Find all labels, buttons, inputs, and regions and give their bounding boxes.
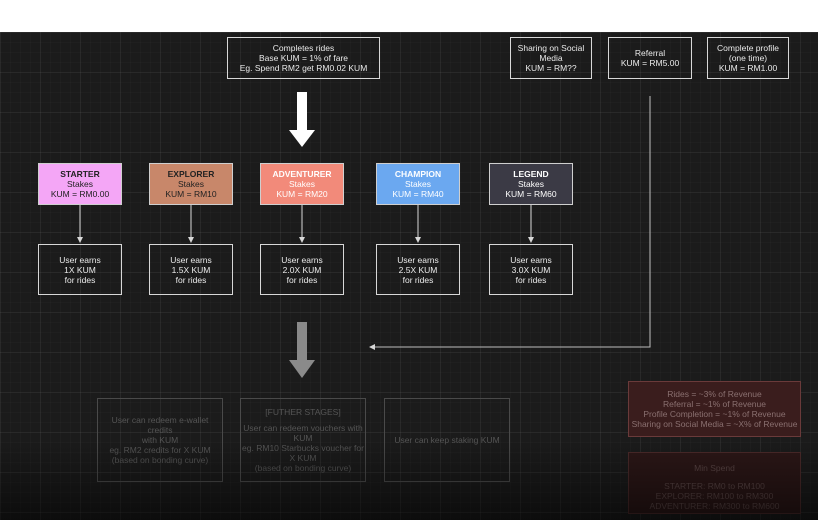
tier-stakes: Stakes — [178, 179, 204, 189]
voucher-line: eg. RM10 Starbucks voucher for — [242, 443, 364, 453]
referral-line-2: KUM = RM5.00 — [620, 58, 680, 68]
earns-line: for rides — [175, 274, 207, 285]
tier-name: STARTER — [60, 169, 100, 179]
min-spend-line: ADVENTURER: RM300 to RM600 — [649, 501, 780, 511]
voucher-line: (based on bonding curve) — [254, 463, 352, 473]
tier-name: EXPLORER — [167, 169, 215, 179]
redeem-line: User can redeem e-wallet credits — [111, 415, 209, 435]
tier-stakes: Stakes — [289, 179, 315, 189]
referral-box: Referral KUM = RM5.00 — [608, 37, 692, 79]
revenue-line: Referral = ~1% of Revenue — [662, 399, 766, 409]
earns-line: for rides — [286, 274, 318, 285]
tier-stakes: Stakes — [405, 179, 431, 189]
earns-line: User earns — [510, 254, 552, 265]
tier-explorer: EXPLORER Stakes KUM = RM10 — [149, 163, 233, 205]
referral-line-1: Referral — [634, 48, 666, 58]
earns-explorer-box: User earns 1.5X KUM for rides — [149, 244, 233, 295]
tier-kum: KUM = RM60 — [505, 189, 557, 199]
voucher-line: KUM — [293, 433, 313, 443]
profile-line-3: KUM = RM1.00 — [718, 63, 778, 73]
tier-stakes: Stakes — [67, 179, 93, 189]
tier-kum: KUM = RM40 — [392, 189, 444, 199]
keep-staking-text: User can keep staking KUM — [394, 435, 500, 445]
tier-champion: CHAMPION Stakes KUM = RM40 — [376, 163, 460, 205]
earns-legend-box: User earns 3.0X KUM for rides — [489, 244, 573, 295]
earns-multiplier: 2.5X KUM — [398, 264, 438, 275]
earns-starter-box: User earns 1X KUM for rides — [38, 244, 122, 295]
redeem-line: (based on bonding curve) — [111, 455, 209, 465]
earns-line: for rides — [402, 274, 434, 285]
voucher-line: X KUM — [289, 453, 317, 463]
completes-rides-box: Completes rides Base KUM = 1% of fare Eg… — [227, 37, 380, 79]
earns-line: for rides — [64, 274, 96, 285]
earns-champion-box: User earns 2.5X KUM for rides — [376, 244, 460, 295]
tier-name: ADVENTURER — [272, 169, 332, 179]
tier-kum: KUM = RM20 — [276, 189, 328, 199]
earns-multiplier: 2.0X KUM — [282, 264, 322, 275]
earns-line: User earns — [59, 254, 101, 265]
big-down-arrow — [289, 92, 315, 147]
earns-line: for rides — [515, 274, 547, 285]
rides-line-2: Base KUM = 1% of fare — [258, 53, 349, 63]
further-stages-heading: [FUTHER STAGES] — [265, 407, 341, 417]
social-line-2: Media — [539, 53, 563, 63]
earns-multiplier: 3.0X KUM — [511, 264, 551, 275]
revenue-line: Rides = ~3% of Revenue — [667, 389, 762, 399]
revenue-share-box: Rides = ~3% of Revenue Referral = ~1% of… — [628, 381, 801, 437]
tier-adventurer: ADVENTURER Stakes KUM = RM20 — [260, 163, 344, 205]
min-spend-title: Min Spend — [694, 463, 735, 473]
tier-starter: STARTER Stakes KUM = RM0.00 — [38, 163, 122, 205]
redeem-ewallet-box: User can redeem e-wallet credits with KU… — [97, 398, 223, 482]
complete-profile-box: Complete profile (one time) KUM = RM1.00 — [707, 37, 789, 79]
redeem-line: eg. RM2 credits for X KUM — [109, 445, 211, 455]
big-down-arrow-grey — [289, 322, 315, 378]
voucher-line: User can redeem vouchers with — [243, 423, 363, 433]
tier-name: CHAMPION — [394, 169, 442, 179]
tier-kum: KUM = RM0.00 — [50, 189, 110, 199]
tier-stakes: Stakes — [518, 179, 544, 189]
social-line-3: KUM = RM?? — [525, 63, 577, 73]
earns-multiplier: 1X KUM — [64, 264, 96, 275]
revenue-line: Sharing on Social Media = ~X% of Revenue — [631, 419, 798, 429]
profile-line-1: Complete profile — [717, 43, 779, 53]
min-spend-line: EXPLORER: RM100 to RM300 — [655, 491, 774, 501]
further-stages-box: [FUTHER STAGES] User can redeem vouchers… — [240, 398, 366, 482]
rides-line-3: Eg. Spend RM2 get RM0.02 KUM — [239, 63, 368, 73]
revenue-line: Profile Completion = ~1% of Revenue — [643, 409, 786, 419]
social-line-1: Sharing on Social — [517, 43, 585, 53]
profile-line-2: (one time) — [728, 53, 768, 63]
tier-name: LEGEND — [513, 169, 549, 179]
social-sharing-box: Sharing on Social Media KUM = RM?? — [510, 37, 592, 79]
tier-kum: KUM = RM10 — [165, 189, 217, 199]
tier-legend: LEGEND Stakes KUM = RM60 — [489, 163, 573, 205]
connector-referral-path — [369, 96, 651, 350]
redeem-line: with KUM — [141, 435, 179, 445]
keep-staking-box: User can keep staking KUM — [384, 398, 510, 482]
min-spend-line: STARTER: RM0 to RM100 — [664, 481, 765, 491]
earns-line: User earns — [281, 254, 323, 265]
earns-line: User earns — [170, 254, 212, 265]
earns-adventurer-box: User earns 2.0X KUM for rides — [260, 244, 344, 295]
earns-multiplier: 1.5X KUM — [171, 264, 211, 275]
rides-line-1: Completes rides — [272, 43, 335, 53]
earns-line: User earns — [397, 254, 439, 265]
min-spend-box: Min Spend STARTER: RM0 to RM100 EXPLORER… — [628, 452, 801, 514]
